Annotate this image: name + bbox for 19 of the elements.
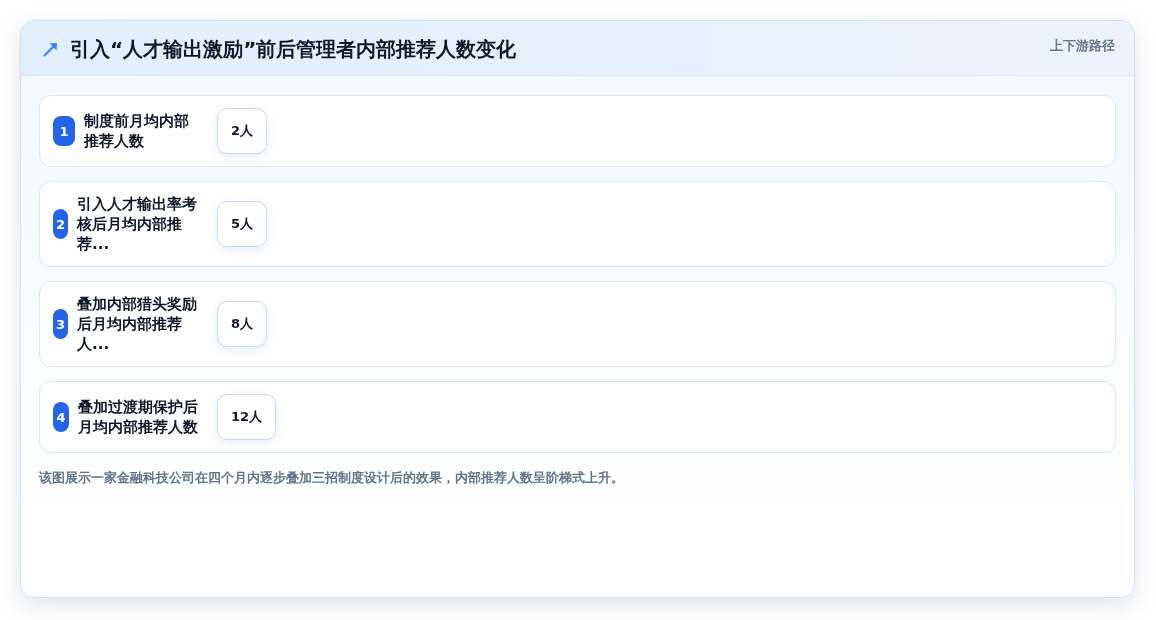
header-tag-text: 上下游路径 [1050, 37, 1115, 55]
step-row-card [39, 381, 1116, 453]
count-value: 12人 [217, 394, 277, 440]
diagram-title: 引入“人才输出激励”前后管理者内部推荐人数变化 [70, 36, 517, 63]
caption-text: 该图展示一家金融科技公司在四个月内逐步叠加三招制度设计后的效果，内部推荐人数呈阶梯式上升。 [39, 469, 624, 487]
step-row-card [39, 281, 1116, 367]
step-row-card [39, 95, 1116, 167]
step-number: 1 [53, 116, 75, 146]
step-label: 制度前月均内部推荐人数 [84, 111, 190, 151]
count-value: 2人 [217, 108, 268, 154]
step-number: 3 [53, 309, 68, 339]
count-value: 8人 [217, 301, 268, 347]
step-label: 引入人才输出率考核后月均内部推荐... [77, 194, 198, 254]
count-value: 5人 [217, 201, 268, 247]
step-row-card [39, 181, 1116, 267]
step-number: 2 [53, 209, 68, 239]
step-label: 叠加内部猎头奖励后月均内部推荐人... [77, 294, 198, 354]
step-number: 4 [53, 402, 69, 432]
step-label: 叠加过渡期保护后月均内部推荐人数 [78, 397, 199, 437]
